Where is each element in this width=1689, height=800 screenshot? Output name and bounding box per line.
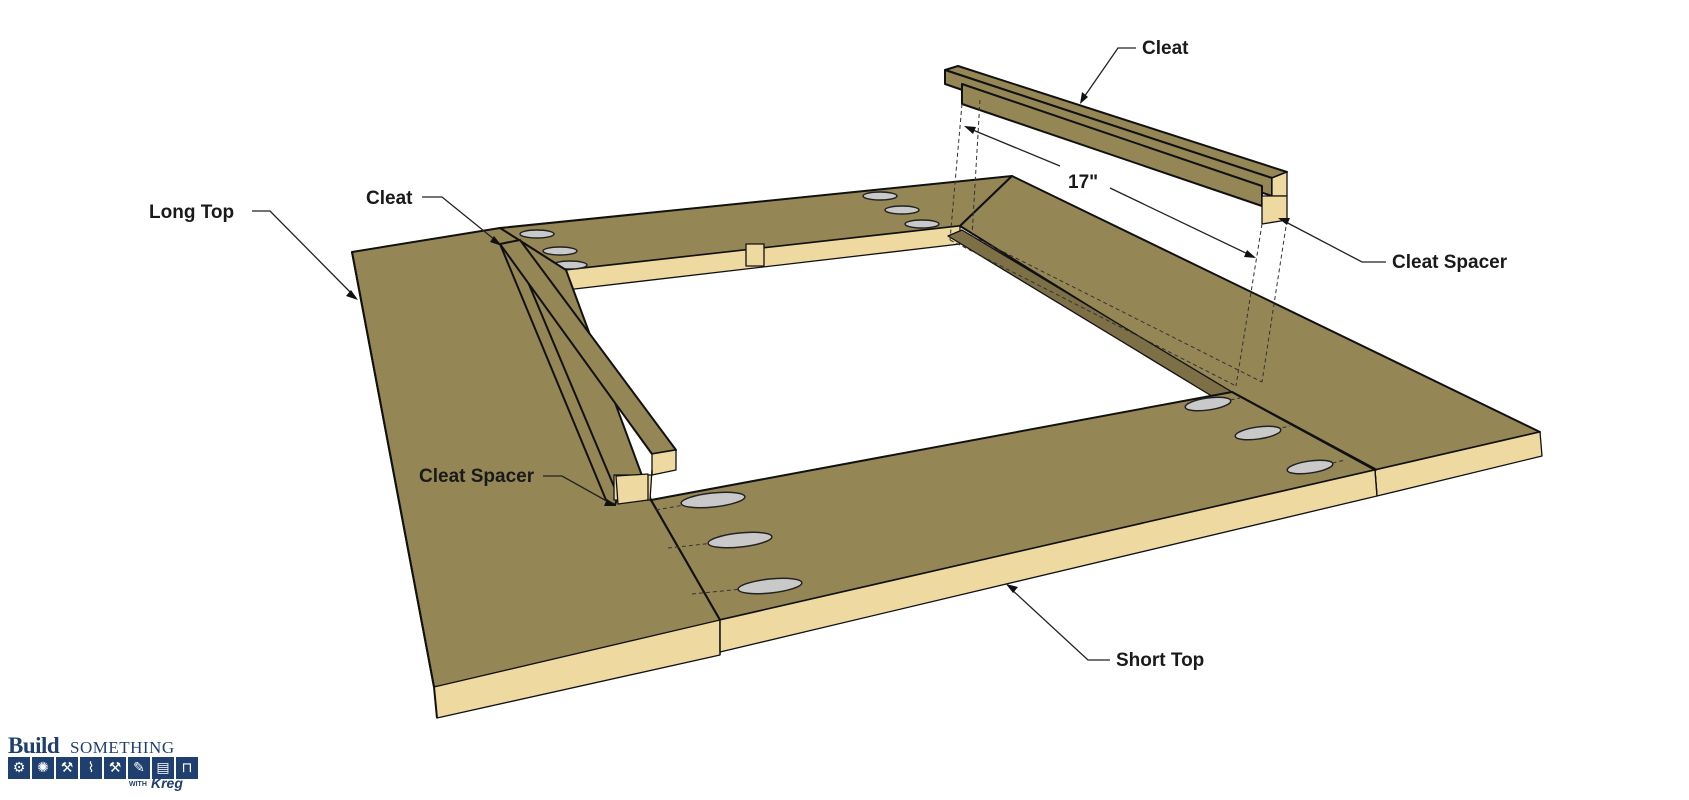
front-short-top-seam-right — [1231, 391, 1378, 471]
dimension-line — [967, 127, 1061, 167]
projection-line — [949, 239, 1237, 387]
pocket-hole — [1184, 396, 1232, 412]
pocket-hole — [542, 246, 578, 256]
gear-icon: ⚙ — [8, 757, 30, 779]
leader-cleat-left — [422, 196, 501, 245]
front-short-top — [650, 391, 1378, 655]
leader-arrowhead — [604, 499, 616, 506]
dimension-text: 17" — [1068, 172, 1098, 193]
label-cleat-spacer-left: Cleat Spacer — [419, 466, 535, 487]
front-short-top-joint-right — [1374, 469, 1378, 497]
left-cleat-front-edge — [651, 449, 677, 476]
pocket-hole — [862, 191, 898, 201]
drill-icon: ⚒ — [56, 757, 78, 779]
pocket-hole — [904, 219, 940, 229]
front-short-top-seam-left — [650, 499, 721, 621]
back-short-top — [499, 175, 1013, 291]
pocket-hole — [737, 577, 803, 595]
leader-arrowhead — [1080, 92, 1088, 104]
saw-icon: ⌇ — [80, 757, 102, 779]
label-cleat-top: Cleat — [1142, 38, 1189, 59]
projection-line — [1235, 223, 1263, 387]
back-notch — [745, 243, 765, 267]
leader-arrowhead — [1278, 218, 1290, 225]
projection-line — [971, 99, 981, 237]
pocket-hole — [707, 531, 773, 549]
left-long-top-outer-edge — [351, 251, 438, 719]
pocket-hole — [884, 205, 920, 215]
label-short-top: Short Top — [1116, 650, 1204, 671]
buildsomething-logo: Build SOMETHING ⚙ ✺ ⚒ ⌇ ⚒ ✎ ▤ ⊓ WITH Kre… — [8, 733, 198, 797]
floating-cleat — [944, 65, 1288, 225]
left-cleat-spacer-block — [615, 473, 649, 505]
callouts: Cleat Cleat Long Top Cleat Spacer Cleat … — [149, 38, 1508, 671]
leader-cleat-spacer-right — [1281, 219, 1386, 263]
dimension-17: 17" — [964, 126, 1256, 258]
left-long-top — [351, 227, 721, 719]
pocket-hole — [680, 491, 746, 509]
pocket-hole — [519, 229, 555, 239]
leader-long-top — [252, 210, 357, 299]
floating-cleat-top — [944, 65, 1288, 179]
logo-build-text: Build — [8, 733, 60, 758]
leader-cleat-top — [1081, 47, 1136, 101]
projection-line — [1261, 219, 1288, 383]
logo-something-text: SOMETHING — [70, 738, 175, 757]
left-cleat — [499, 239, 677, 506]
hammer-icon: ⚒ — [104, 757, 126, 779]
label-cleat-left: Cleat — [366, 188, 413, 209]
label-cleat-spacer-right: Cleat Spacer — [1392, 252, 1508, 273]
gear-icon: ✺ — [32, 757, 54, 779]
leader-arrowhead — [346, 290, 358, 300]
logo-kreg-text: Kreg — [151, 775, 183, 791]
label-long-top: Long Top — [149, 202, 234, 223]
pocket-hole — [1234, 425, 1282, 441]
right-long-top — [947, 175, 1543, 497]
leader-arrowhead — [1006, 584, 1018, 593]
projection-line — [971, 235, 1263, 383]
projection-line — [949, 103, 963, 241]
logo-with-text: WITH — [129, 781, 147, 788]
projection-lines — [949, 99, 1288, 387]
leader-arrowhead — [490, 236, 502, 246]
pocket-guide — [667, 539, 743, 549]
clamp-icon: ⊓ — [176, 757, 198, 779]
dimension-arrowhead — [1244, 250, 1256, 258]
dimension-arrowhead — [964, 126, 976, 134]
leader-cleat-spacer-left — [543, 475, 613, 505]
brush-icon: ✎ — [128, 757, 150, 779]
logo-icon-row: ⚙ ✺ ⚒ ⌇ ⚒ ✎ ▤ ⊓ — [8, 757, 198, 779]
pocket-hole — [1286, 459, 1334, 475]
dimension-line — [1109, 187, 1253, 257]
leader-short-top — [1009, 587, 1110, 661]
roller-icon: ▤ — [152, 757, 174, 779]
